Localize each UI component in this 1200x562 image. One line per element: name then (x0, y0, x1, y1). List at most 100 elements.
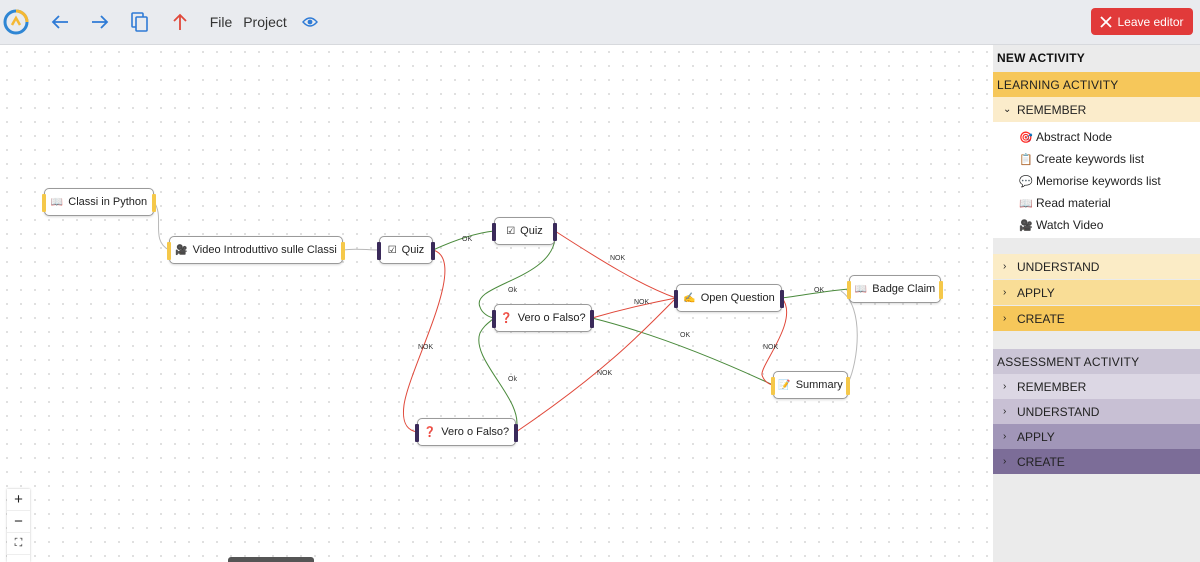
node-classi-in-python[interactable]: 📖 Classi in Python (42, 188, 156, 216)
learning-create-toggle[interactable]: › CREATE (993, 306, 1200, 331)
checkbox-icon: ☑ (506, 225, 516, 237)
edge-ok-vero1-summary (591, 317, 774, 386)
target-icon: 🎯 (1019, 131, 1033, 144)
node-output-handle[interactable] (514, 424, 518, 442)
section-label: UNDERSTAND (1017, 404, 1100, 419)
node-label: Open Question (700, 292, 775, 304)
activity-panel: NEW ACTIVITY LEARNING ACTIVITY ⌄ REMEMBE… (993, 45, 1200, 562)
zoom-controls: + − ⛶ (7, 489, 30, 562)
edge-label-ok: OK (680, 332, 690, 339)
book-icon: 📖 (1019, 197, 1033, 210)
node-output-handle[interactable] (431, 242, 435, 260)
zoom-in-button[interactable]: + (7, 489, 30, 511)
edge-ok-open-badge (781, 288, 850, 299)
panel-title: NEW ACTIVITY (997, 51, 1085, 65)
node-output-handle[interactable] (341, 242, 345, 260)
memo-icon: 📝 (778, 379, 791, 391)
copy-icon[interactable] (128, 0, 152, 44)
assessment-remember-toggle[interactable]: › REMEMBER (993, 374, 1200, 399)
list-item-watch-video[interactable]: 🎥 Watch Video (1019, 218, 1103, 232)
node-output-handle[interactable] (939, 281, 943, 299)
video-camera-icon: 🎥 (1019, 219, 1033, 232)
node-label: Vero o Falso? (517, 312, 586, 324)
node-quiz-2[interactable]: ☑ Quiz (492, 217, 557, 245)
section-label: REMEMBER (1017, 102, 1087, 117)
learning-activity-header[interactable]: LEARNING ACTIVITY (993, 72, 1200, 97)
assessment-understand-toggle[interactable]: › UNDERSTAND (993, 399, 1200, 424)
chevron-right-icon: › (1003, 406, 1007, 417)
list-item-create-keywords[interactable]: 📋 Create keywords list (1019, 152, 1144, 166)
edge-label-nok: NOK (610, 255, 626, 262)
learning-remember-toggle[interactable]: ⌄ REMEMBER (993, 97, 1200, 122)
book-icon: 📖 (50, 196, 64, 208)
bottom-handle-bar[interactable] (228, 557, 314, 562)
node-input-handle[interactable] (377, 242, 381, 260)
edge-ok-vero2-vero1 (478, 317, 518, 431)
learning-understand-toggle[interactable]: › UNDERSTAND (993, 254, 1200, 279)
section-label: APPLY (1017, 285, 1055, 300)
node-input-handle[interactable] (847, 281, 851, 299)
undo-arrow-icon[interactable] (48, 0, 72, 44)
list-item-abstract-node[interactable]: 🎯 Abstract Node (1019, 130, 1112, 144)
node-output-handle[interactable] (553, 223, 557, 241)
file-menu[interactable]: File (209, 14, 233, 30)
node-quiz-1[interactable]: ☑ Quiz (377, 236, 435, 264)
edge-label-nok: NOK (597, 370, 613, 377)
node-input-handle[interactable] (415, 424, 419, 442)
fit-view-button[interactable]: ⛶ (7, 533, 30, 555)
list-item-memorise-keywords[interactable]: 💬 Memorise keywords list (1019, 174, 1161, 188)
node-input-handle[interactable] (492, 223, 496, 241)
node-input-handle[interactable] (492, 310, 496, 328)
project-menu[interactable]: Project (243, 14, 287, 30)
learning-apply-toggle[interactable]: › APPLY (993, 280, 1200, 305)
node-input-handle[interactable] (674, 290, 678, 308)
edge-ok-quiz1-quiz2 (432, 230, 495, 251)
section-label: APPLY (1017, 429, 1055, 444)
node-output-handle[interactable] (780, 290, 784, 308)
list-item-read-material[interactable]: 📖 Read material (1019, 196, 1111, 210)
assessment-apply-toggle[interactable]: › APPLY (993, 424, 1200, 449)
flow-canvas[interactable]: OK Ok Ok NOK NOK NOK OK NOK OK NOK 📖 Cla… (0, 45, 993, 562)
edge-badge-summary (840, 290, 858, 384)
book-icon: 📖 (854, 283, 868, 295)
chevron-right-icon: › (1003, 261, 1007, 272)
assessment-create-toggle[interactable]: › CREATE (993, 449, 1200, 474)
node-label: Vero o Falso? (441, 426, 510, 438)
node-open-question[interactable]: ✍ Open Question (674, 284, 784, 312)
edge-nok-quiz2-open (554, 230, 677, 299)
edge-label-ok: Ok (508, 376, 517, 383)
node-input-handle[interactable] (42, 194, 46, 212)
remember-item-list: 🎯 Abstract Node 📋 Create keywords list 💬… (993, 122, 1200, 238)
node-output-handle[interactable] (590, 310, 594, 328)
leave-editor-button[interactable]: Leave editor (1091, 8, 1193, 35)
list-item-label: Create keywords list (1036, 152, 1145, 166)
writing-hand-icon: ✍ (683, 292, 696, 304)
node-input-handle[interactable] (771, 377, 775, 395)
upload-arrow-icon[interactable] (168, 0, 192, 44)
chevron-right-icon: › (1003, 287, 1007, 298)
node-badge-claim[interactable]: 📖 Badge Claim (847, 275, 943, 303)
zoom-out-button[interactable]: − (7, 511, 30, 533)
node-label: Badge Claim (872, 283, 936, 295)
node-input-handle[interactable] (167, 242, 171, 260)
speech-bubble-icon: 💬 (1019, 175, 1033, 188)
list-item-label: Read material (1036, 196, 1111, 210)
node-vero-o-falso-2[interactable]: ❓ Vero o Falso? (415, 418, 518, 446)
redo-arrow-icon[interactable] (88, 0, 112, 44)
section-label: CREATE (1017, 311, 1065, 326)
node-video-introduttivo[interactable]: 🎥 Video Introduttivo sulle Classi (167, 236, 345, 264)
node-summary[interactable]: 📝 Summary (771, 371, 850, 399)
edge-classi-video (153, 201, 170, 251)
list-item-label: Abstract Node (1036, 130, 1113, 144)
assessment-activity-header[interactable]: ASSESSMENT ACTIVITY (993, 349, 1200, 374)
node-output-handle[interactable] (152, 194, 156, 212)
node-label: Video Introduttivo sulle Classi (192, 244, 337, 256)
edge-nok-open-summary (761, 297, 788, 386)
node-output-handle[interactable] (846, 377, 850, 395)
app-logo-icon[interactable] (2, 0, 30, 44)
edges-layer: OK Ok Ok NOK NOK NOK OK NOK OK NOK (153, 201, 858, 433)
eye-icon[interactable] (300, 0, 320, 44)
node-label: Classi in Python (68, 196, 148, 208)
node-vero-o-falso-1[interactable]: ❓ Vero o Falso? (492, 304, 594, 332)
question-mark-icon: ❓ (423, 426, 437, 438)
